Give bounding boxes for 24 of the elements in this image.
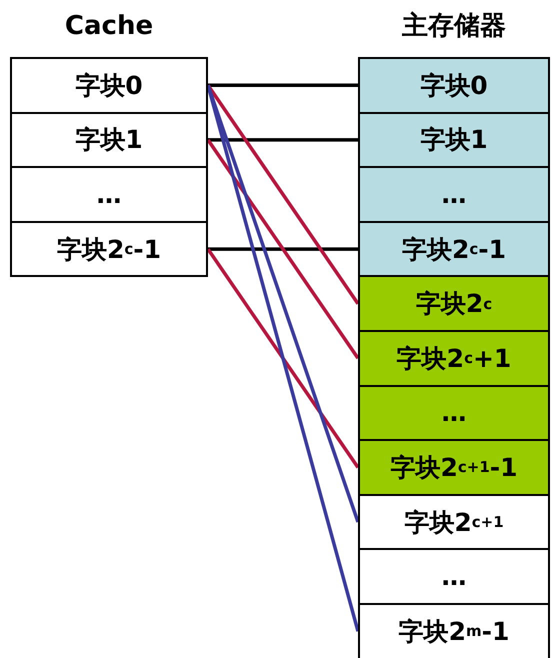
connector-line — [206, 248, 360, 468]
memory-block-row: … — [358, 548, 550, 605]
memory-block-row: … — [358, 384, 550, 442]
cache-block-row: 字块0 — [10, 57, 208, 114]
column-heading: Cache — [64, 10, 154, 43]
connector-line — [208, 247, 358, 251]
column-heading: 主存储器 — [401, 10, 507, 43]
connector-line — [208, 84, 358, 88]
memory-block-row: 字块2$^{c+1}$-1 — [358, 439, 550, 496]
connector-line — [206, 84, 360, 632]
memory-block-row: 字块1 — [358, 112, 550, 168]
memory-block-row: 字块2$^{c}$ — [358, 275, 550, 332]
memory-block-row: … — [358, 166, 550, 223]
memory-block-row: 字块2$^{c}$-1 — [358, 220, 550, 278]
memory-block-row: 字块2$^{c}$+1 — [358, 330, 550, 387]
memory-block-row: 字块2$^{m}$-1 — [358, 603, 550, 658]
cache-block-row: 字块2$^{c}$-1 — [10, 220, 208, 278]
cache-block-row: 字块1 — [10, 112, 208, 168]
memory-block-row: 字块2$^{c+1}$ — [358, 494, 550, 550]
connector-line — [206, 138, 360, 360]
connector-line — [206, 84, 360, 305]
cache-block-row: … — [10, 166, 208, 223]
memory-block-row: 字块0 — [358, 57, 550, 114]
connector-line — [208, 138, 358, 142]
